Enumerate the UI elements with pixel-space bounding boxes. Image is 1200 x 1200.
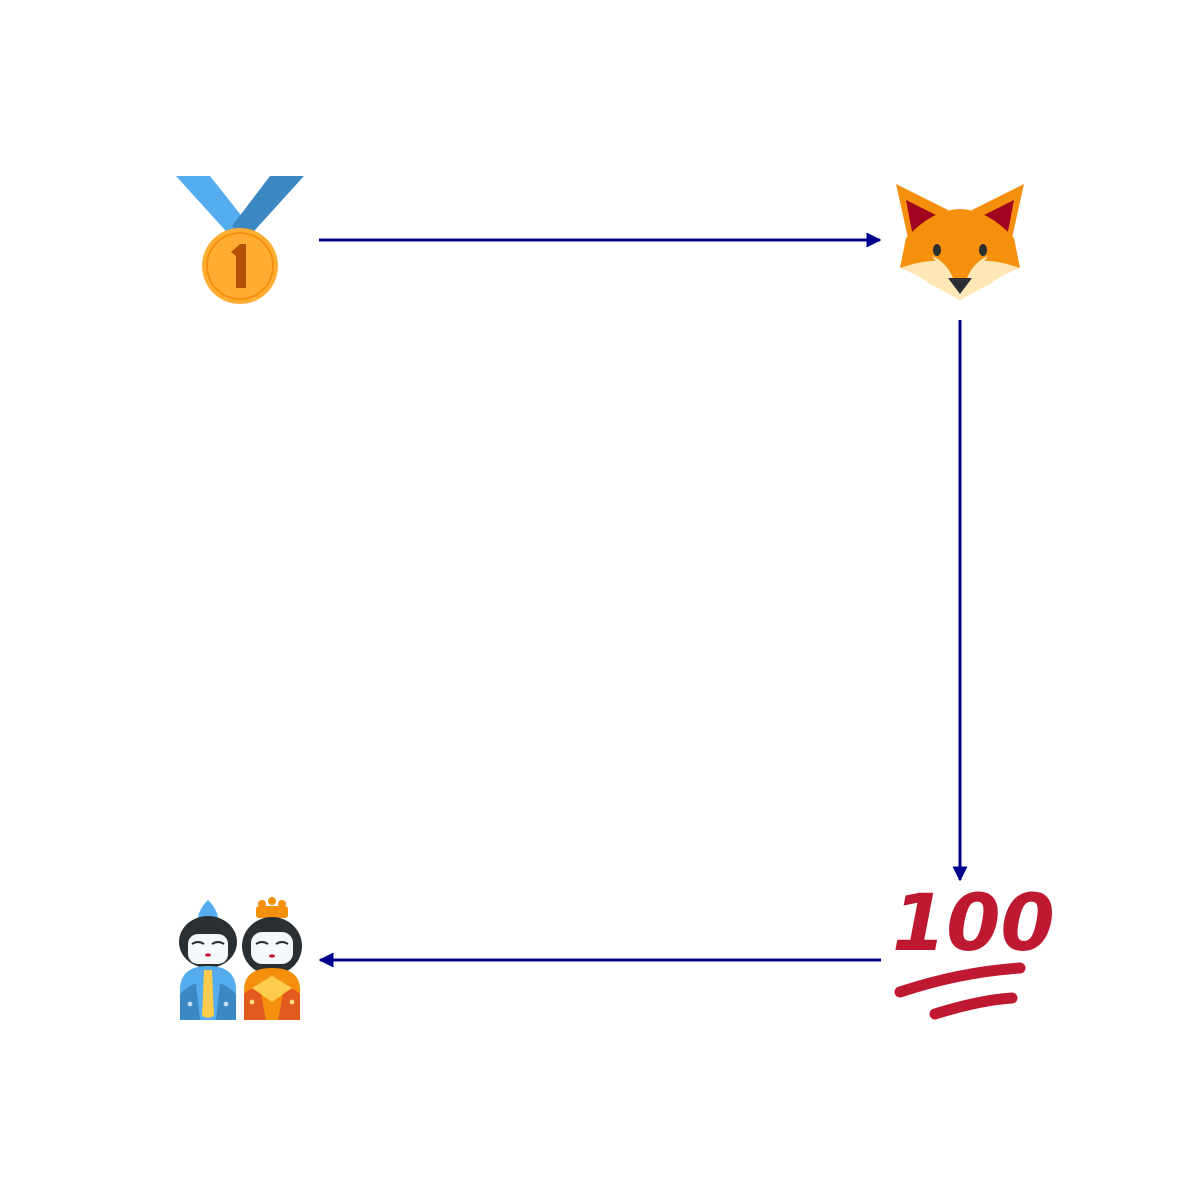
first-place-medal-icon xyxy=(176,176,304,304)
hundred-points-icon: 100 xyxy=(892,879,1055,1020)
fox-face-icon xyxy=(896,184,1024,300)
japanese-dolls-icon xyxy=(179,897,302,1020)
hundred-points-number: 100 xyxy=(892,879,1055,969)
